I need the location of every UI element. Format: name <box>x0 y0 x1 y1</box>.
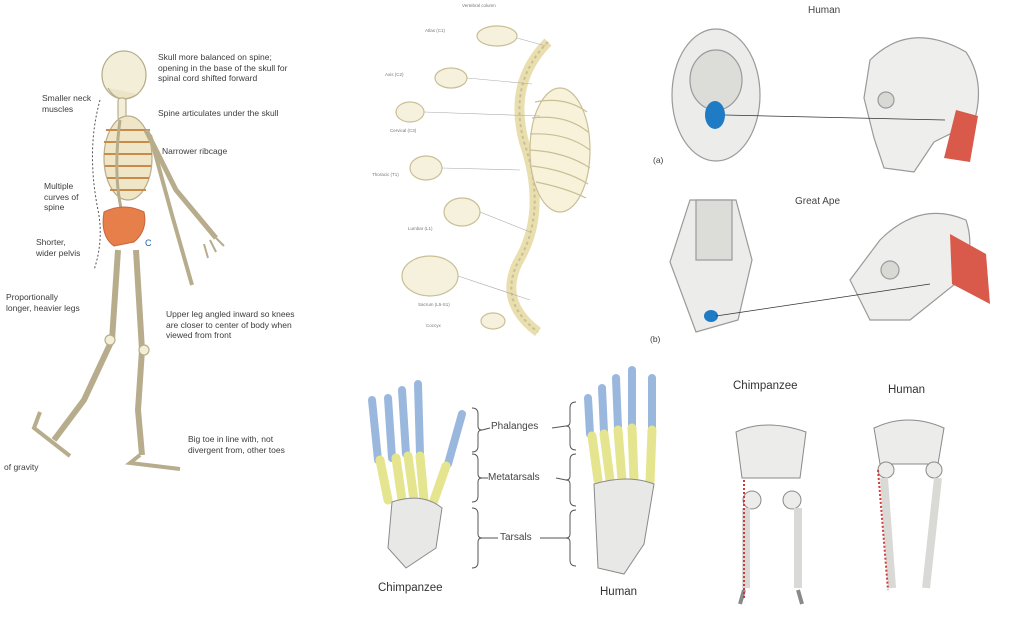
human-pelvis-legs <box>874 420 944 588</box>
ape-foramen-magnum <box>704 310 718 322</box>
callout-skull-balance: Skull more balanced on spine; opening in… <box>158 52 287 84</box>
human-foot <box>588 370 654 574</box>
human-foramen-magnum <box>705 101 725 129</box>
vertebral-column <box>396 26 590 332</box>
foot-label-phalanges: Phalanges <box>491 421 538 433</box>
pelvis-title-human: Human <box>888 384 925 397</box>
foot-title-chimpanzee: Chimpanzee <box>378 582 443 595</box>
callout-big-toe: Big toe in line with, not divergent from… <box>188 434 285 455</box>
vertebra-label-coccyx: Coccyx <box>426 323 441 329</box>
pelvis-marker: C <box>145 238 152 249</box>
callout-longer-legs: Proportionally longer, heavier legs <box>6 292 80 313</box>
human-skull-base <box>672 29 760 161</box>
skull-human-title: Human <box>808 5 840 17</box>
foot-label-metatarsals: Metatarsals <box>488 472 540 484</box>
skull-label-b: (b) <box>650 334 660 345</box>
vertebra-label-cervical: Cervical (C3) <box>390 128 416 134</box>
vertebra-label-sacrum: Sacrum (L5-S1) <box>418 302 450 308</box>
foot-title-human: Human <box>600 586 637 599</box>
vertebrae-title: Vertebral column <box>462 3 496 9</box>
callout-spine-articulation: Spine articulates under the skull <box>158 108 279 119</box>
callout-smaller-neck-muscles: Smaller neck muscles <box>42 93 91 114</box>
skull-label-a: (a) <box>653 155 663 166</box>
vertebra-label-atlas: Atlas (C1) <box>425 28 445 34</box>
pelvis-title-chimpanzee: Chimpanzee <box>733 380 798 393</box>
pelvis-highlight <box>103 207 145 246</box>
foot-label-tarsals: Tarsals <box>500 532 532 544</box>
vertebra-label-thoracic: Thoracic (T1) <box>372 172 399 178</box>
spine-curve-dashes <box>92 100 100 270</box>
skull-ape-title: Great Ape <box>795 196 840 208</box>
vertebra-label-lumbar: Lumbar (L1) <box>408 226 433 232</box>
callout-multiple-curves: Multiple curves of spine <box>44 181 79 213</box>
vertebra-label-axis: Axis (C2) <box>385 72 404 78</box>
callout-upper-leg-angle: Upper leg angled inward so knees are clo… <box>166 309 295 341</box>
chimp-foot <box>372 384 462 568</box>
chimp-pelvis-legs <box>736 425 806 604</box>
callout-shorter-pelvis: Shorter, wider pelvis <box>36 237 80 258</box>
callout-narrower-ribcage: Narrower ribcage <box>162 146 227 157</box>
callout-center-of-gravity: of gravity <box>4 462 39 473</box>
